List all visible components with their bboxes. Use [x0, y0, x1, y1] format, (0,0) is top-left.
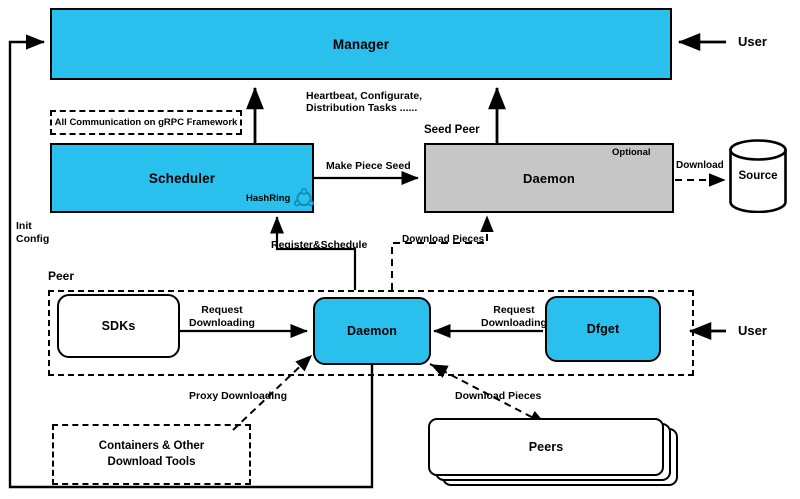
actor-user-top: User	[738, 34, 767, 49]
node-sdks-label: SDKs	[101, 319, 136, 333]
hashring-icon	[294, 188, 315, 207]
node-source-label: Source	[738, 170, 778, 182]
node-dfget-label: Dfget	[586, 322, 620, 336]
edge-register-schedule	[269, 216, 357, 290]
node-manager-label: Manager	[332, 36, 390, 52]
node-peers[interactable]: Peers	[428, 418, 678, 488]
edge-label-download-source: Download	[676, 160, 724, 171]
node-containers-download-tools[interactable]: Containers & Other Download Tools	[52, 424, 251, 485]
edge-label-request-downloading-left: Request Downloading	[189, 304, 255, 330]
edge-download-pieces-seed	[391, 215, 494, 290]
hashring-badge: HashRing	[246, 188, 315, 208]
grpc-note-container: All Communication on gRPC Framework	[50, 110, 242, 135]
edge-label-request-downloading-right: Request Downloading	[481, 304, 547, 330]
edge-label-download-pieces-peers: Download Pieces	[455, 390, 542, 402]
peers-stack-front: Peers	[428, 418, 664, 476]
node-dfget[interactable]: Dfget	[545, 296, 661, 362]
seed-peer-tag: Seed Peer	[424, 124, 480, 136]
grpc-note-label: All Communication on gRPC Framework	[54, 117, 238, 128]
node-scheduler-label: Scheduler	[148, 170, 216, 186]
node-peers-label: Peers	[528, 440, 564, 454]
edge-label-init-config: Init Config	[16, 220, 50, 246]
actor-user-bottom: User	[738, 323, 767, 338]
edge-label-register-schedule: Register&Schedule	[271, 239, 368, 251]
node-manager[interactable]: Manager	[50, 8, 672, 80]
database-cylinder-icon	[729, 139, 787, 214]
node-peer-daemon[interactable]: Daemon	[313, 297, 431, 365]
edge-label-download-pieces-seed: Download Pieces	[402, 234, 485, 245]
hashring-label: HashRing	[246, 192, 291, 204]
node-seed-daemon-label: Daemon	[523, 170, 575, 186]
node-sdks[interactable]: SDKs	[57, 294, 180, 358]
peer-group-tag: Peer	[48, 269, 75, 283]
node-containers-label: Containers & Other Download Tools	[98, 439, 205, 468]
node-seed-daemon[interactable]: Daemon	[424, 143, 674, 213]
node-source[interactable]: Source	[728, 139, 788, 214]
seed-daemon-optional-tag: Optional	[612, 147, 651, 158]
peer-group-container	[48, 290, 694, 376]
node-peer-daemon-label: Daemon	[347, 324, 397, 338]
edge-label-heartbeat: Heartbeat, Configurate, Distribution Tas…	[306, 90, 423, 115]
node-scheduler[interactable]: Scheduler	[50, 143, 314, 213]
edge-label-make-piece-seed: Make Piece Seed	[326, 160, 411, 172]
edge-label-proxy-downloading: Proxy Downloading	[189, 390, 288, 402]
